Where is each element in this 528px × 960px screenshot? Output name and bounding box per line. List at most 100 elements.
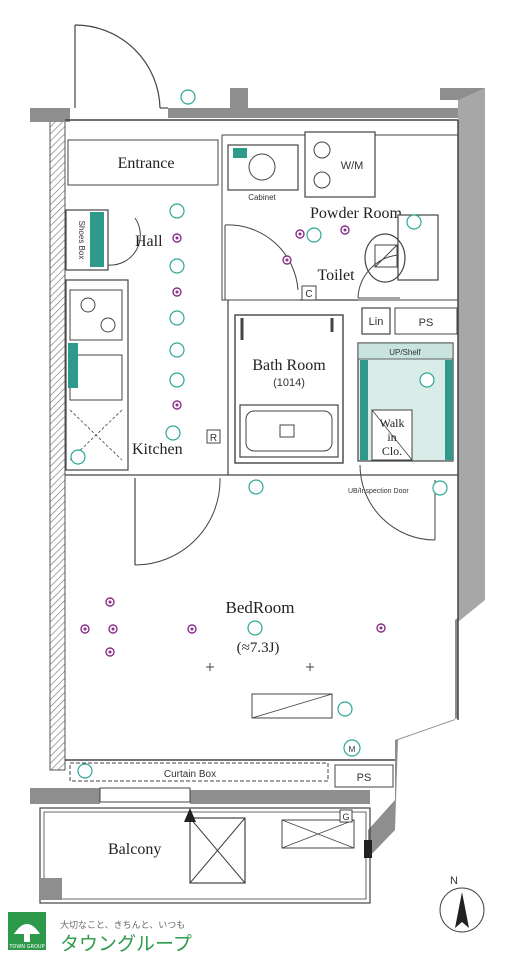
bathtub [239,404,339,458]
gas-meter-marker [339,809,353,823]
outlet-dot-icon [175,290,179,294]
brand-tagline: 大切なこと、きちんと、いつも [60,919,185,931]
toilet-label: Toilet [317,267,355,284]
shoes-box-label: Shoes Box [77,221,86,260]
walk-in-label-1: Walk [379,416,404,430]
powder-room-label: Powder Room [310,205,403,222]
outlet-dot-icon [175,236,179,240]
ceiling-light-icon [419,372,435,388]
top-wall [168,108,458,118]
brand-logo: TOWN GROUP 大切なこと、きちんと、いつも タウングループ [8,912,192,955]
shoes-box-shelf [90,212,104,267]
refrigerator-space [68,343,78,388]
ceiling-light-icon [169,203,185,219]
outlet-dot-icon [285,258,289,262]
bath-room-label: Bath Room [252,357,326,374]
stove-burner-icon [100,317,116,333]
svg-text:PS: PS [357,772,372,784]
walk-in-label-2: in [387,430,396,444]
walk-in-closet: UP/Shelf Walk in Clo. [357,342,454,462]
entrance-area [67,139,219,186]
entrance-label: Entrance [118,155,175,172]
vanity-sink [227,144,299,191]
ceiling-light-icon [306,227,322,243]
bedroom-door[interactable] [134,477,221,566]
bottom-wall [190,790,370,804]
pipe-space-lower [334,764,394,788]
cabinet-fixture [233,148,247,158]
stove-burner-icon [80,297,96,313]
compass-north-label: N [450,875,458,887]
top-left-wall [30,108,70,122]
marker-c [301,285,317,301]
outlet-dot-icon [298,232,302,236]
bath-room: Bath Room (1014) [234,314,344,464]
north-arrow-icon [455,892,469,928]
balcony-pillar [40,878,62,900]
outlet-dot-icon [343,228,347,232]
interior-partitions [65,299,458,476]
ceiling-light-icon [165,425,181,441]
outlet-dot-icon [108,600,112,604]
outlet-dot-icon [108,650,112,654]
curtain-box [69,762,329,782]
up-shelf-label: UP/Shelf [389,348,421,357]
meter-marker [343,739,361,757]
entrance-door[interactable] [74,24,168,109]
sink-basin-icon [248,153,276,181]
hall-area: Shoes Box Hall [65,209,163,271]
svg-text:C: C [305,289,312,300]
ceiling-light-icon [406,214,422,230]
svg-text:G: G [342,812,349,822]
evacuation-arrow-icon [184,808,196,822]
bath-size-label: (1014) [273,377,305,389]
ceiling-light-icon [77,763,93,779]
outlet-dot-icon [379,626,383,630]
right-structural-wall-face [458,88,485,622]
logo-caption: TOWN GROUP [8,944,44,950]
ceiling-light-icon [169,342,185,358]
toilet-bowl-icon [364,233,406,283]
bedroom-size-label: (≈7.3J) [237,640,280,656]
left-wall [49,117,66,771]
powder-room-area: Cabinet W/M Powder Room Toilet [221,131,459,301]
ceiling-light-icon [70,449,86,465]
powder-room-door[interactable] [224,224,299,291]
kitchen-area: Kitchen R [65,279,221,471]
balcony: Balcony G [39,807,372,904]
outlet-dot-icon [190,627,194,631]
compass: N [439,875,485,933]
brand-name: タウングループ [60,933,192,955]
top-pillar [230,88,248,110]
svg-text:PS: PS [419,317,434,329]
hall-label: Hall [135,233,163,250]
ceiling-light-icon [169,258,185,274]
svg-text:Lin: Lin [369,316,384,328]
inspection-door-label: UB/Inspection Door [348,488,409,495]
drain-icon [279,424,295,438]
linen-closet [361,307,391,335]
closet-door[interactable] [359,464,436,541]
walk-in-label-3: Clo. [382,444,402,458]
balcony-window [99,787,191,803]
bottom-left-wall [30,788,100,804]
pipe-space-upper [394,307,458,335]
ceiling-light-icon [180,89,196,105]
kitchen-label: Kitchen [132,441,183,458]
outlet-dot-icon [83,627,87,631]
ceiling-light-icon [247,620,263,636]
exterior-walls [30,88,485,858]
outlet-dot-icon [175,403,179,407]
washer-label: W/M [341,160,364,172]
ceiling-light-marks [206,663,314,671]
ceiling-light-icon [248,479,264,495]
svg-text:M: M [349,745,356,754]
svg-text:R: R [210,433,217,444]
ceiling-light-icon [169,372,185,388]
light-fixtures [70,89,448,779]
water-heater [364,840,372,858]
bedroom-label: BedRoom [226,598,295,617]
ceiling-light-icon [432,480,448,496]
ceiling-light-icon [337,701,353,717]
